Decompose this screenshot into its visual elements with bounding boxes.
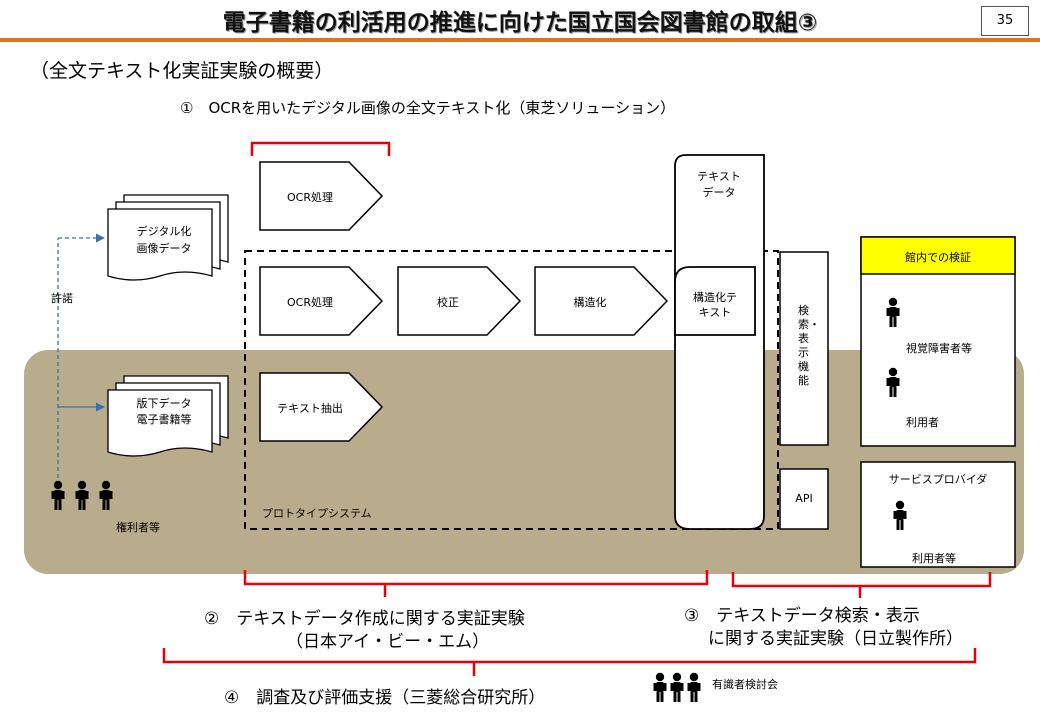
text-data-experiment-line1: ② テキストデータ作成に関する実証実験 <box>204 609 525 629</box>
title-rule <box>0 38 1040 42</box>
ocr-top-label: OCR処理 <box>287 191 333 204</box>
publisher-data-doc <box>107 375 229 457</box>
api-label: API <box>795 492 813 505</box>
publisher-data-line1: 版下データ <box>136 397 192 410</box>
text-data-line1: テキスト <box>697 170 741 183</box>
digital-image-data-doc <box>107 194 229 281</box>
text-data-line2: データ <box>702 186 736 199</box>
expert-committee-label: 有識者検討会 <box>712 678 778 691</box>
service-provider-panel <box>860 461 1016 568</box>
person-icon <box>687 672 701 702</box>
search-display-label: 検索・表示機能 <box>798 304 820 387</box>
search-display-box <box>779 251 829 446</box>
bracket-4 <box>162 648 977 676</box>
structured-text-box <box>674 266 756 336</box>
text-data-experiment-line2: （日本アイ・ビー・エム） <box>286 632 490 652</box>
digital-images-line1: デジタル化 <box>136 225 192 238</box>
search-experiment-line1: ③ テキストデータ検索・表示 <box>684 606 920 626</box>
structure-label: 構造化 <box>573 296 607 309</box>
provider-user-label: 利用者等 <box>912 552 956 565</box>
publisher-data-line2: 電子書籍等 <box>136 413 192 426</box>
survey-support-label: ④ 調査及び評価支援（三菱総合研究所） <box>224 688 546 708</box>
ocr-shape <box>259 266 384 336</box>
visually-impaired-label: 視覚障害者等 <box>906 342 972 355</box>
ocr-label: OCR処理 <box>287 296 333 309</box>
users-label: 利用者 <box>906 416 939 429</box>
service-provider-label: サービスプロバイダ <box>888 473 988 486</box>
in-library-label: 館内での検証 <box>905 251 971 264</box>
page-title: 電子書籍の利活用の推進に向けた国立国会図書館の取組③ <box>222 10 818 36</box>
proofread-label: 校正 <box>437 296 459 309</box>
ocr-top-shape <box>259 161 384 231</box>
api-box <box>779 468 829 530</box>
person-icon <box>670 672 684 702</box>
in-library-header <box>860 236 1016 275</box>
person-icon <box>653 672 667 702</box>
structured-text-line2: キスト <box>698 306 732 319</box>
permission-label: 許諾 <box>51 292 73 305</box>
structure-shape <box>534 266 669 336</box>
text-data-store <box>674 154 765 530</box>
extract-shape <box>259 372 384 442</box>
bracket-3 <box>731 572 992 598</box>
subtitle: （全文テキスト化実証実験の概要） <box>30 60 334 82</box>
proofread-shape <box>397 266 522 336</box>
bracket-2 <box>243 570 709 597</box>
page-number: 35 <box>981 6 1029 36</box>
search-experiment-line2: に関する実証実験（日立製作所） <box>708 629 963 649</box>
ocr-bracket <box>250 141 391 156</box>
rights-holders-label: 権利者等 <box>116 521 160 534</box>
ocr-section-heading: ① OCRを用いたデジタル画像の全文テキスト化（東芝ソリューション） <box>180 99 676 117</box>
digital-images-line2: 画像データ <box>136 242 192 255</box>
structured-text-line1: 構造化テ <box>693 291 737 304</box>
prototype-system-frame <box>244 250 779 530</box>
prototype-system-label: プロトタイプシステム <box>262 507 372 520</box>
extract-label: テキスト抽出 <box>277 402 343 415</box>
